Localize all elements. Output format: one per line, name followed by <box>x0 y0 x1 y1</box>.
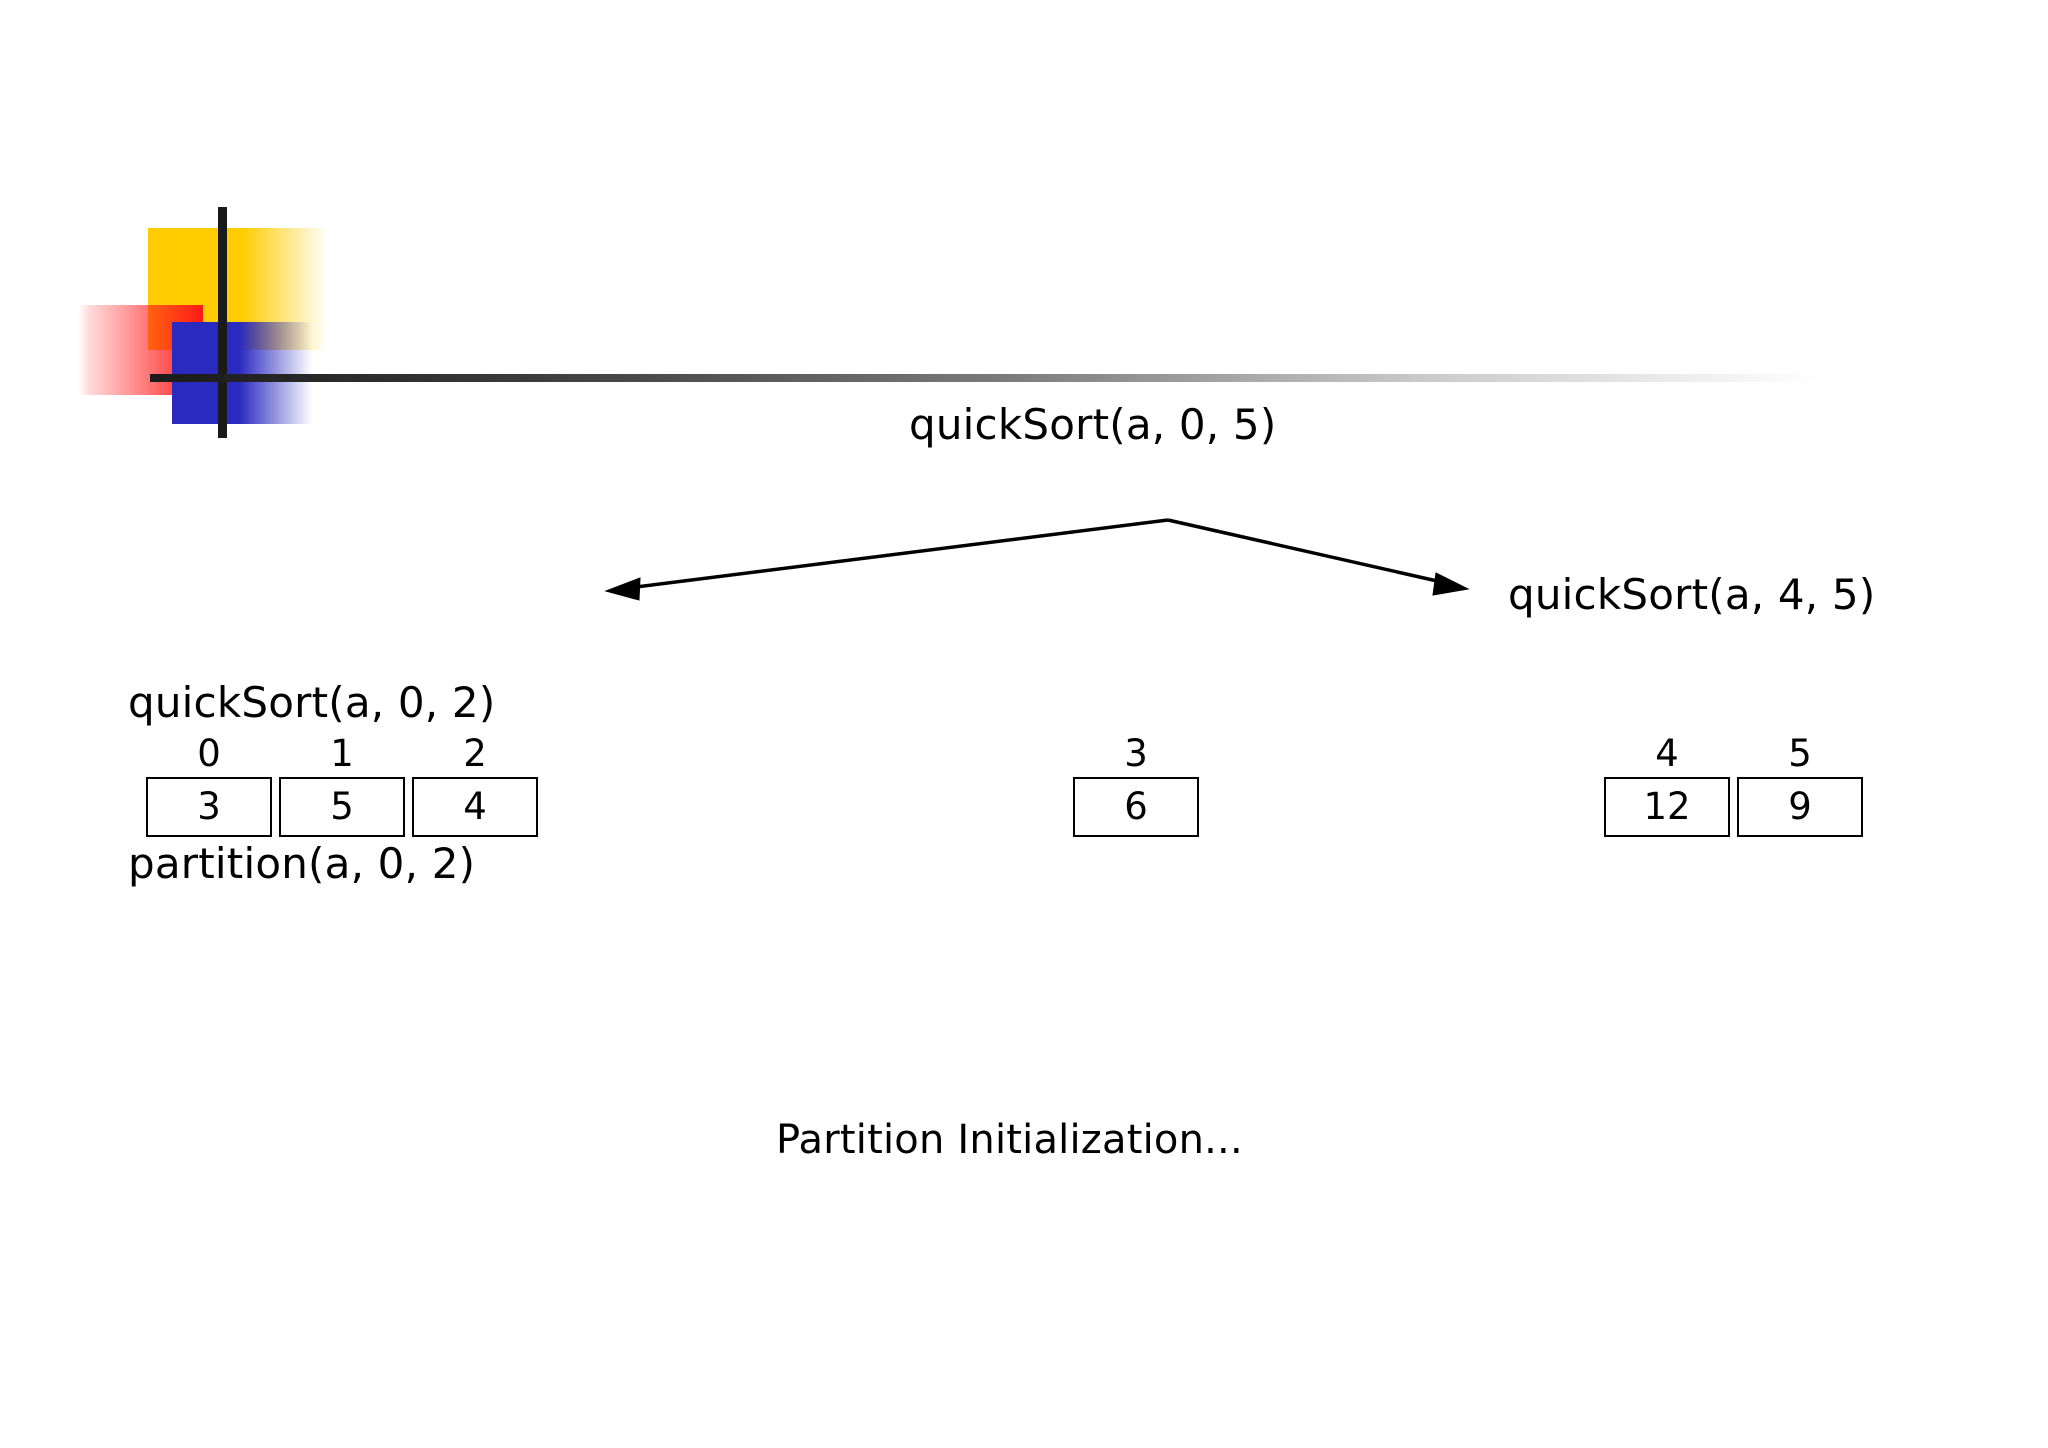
blue-square-icon <box>172 322 312 424</box>
caption-label: Partition Initialization... <box>776 1117 1243 1163</box>
array-cell-box: 5 <box>279 777 405 837</box>
root-call-label: quickSort(a, 0, 5) <box>909 400 1277 449</box>
array-index-label: 5 <box>1788 731 1812 775</box>
right-branch-quicksort-label: quickSort(a, 4, 5) <box>1508 570 1876 619</box>
left-arrow-shaft <box>627 518 1169 590</box>
array-cell: 3 6 <box>1073 732 1199 837</box>
left-branch-quicksort-label: quickSort(a, 0, 2) <box>128 677 496 727</box>
red-square-icon <box>78 305 203 395</box>
right-arrow-head <box>1432 572 1470 596</box>
array-cell: 0 3 <box>146 732 272 837</box>
left-arrow-head <box>604 577 641 601</box>
array-index-label: 0 <box>197 731 221 775</box>
array-cell: 4 12 <box>1604 732 1730 837</box>
array-cell-value: 12 <box>1643 784 1691 828</box>
array-cell-box: 3 <box>146 777 272 837</box>
array-cell: 1 5 <box>279 732 405 837</box>
array-index-label: 4 <box>1655 731 1679 775</box>
array-cell-box: 9 <box>1737 777 1863 837</box>
array-cell-value: 4 <box>463 784 487 828</box>
array-index-label: 1 <box>330 731 354 775</box>
vertical-bar-icon <box>218 207 227 438</box>
array-cell-box: 6 <box>1073 777 1199 837</box>
array-right-partition: 4 12 5 9 <box>1604 732 1863 837</box>
array-cell-box: 12 <box>1604 777 1730 837</box>
array-cell-value: 6 <box>1124 784 1148 828</box>
horizontal-rule-icon <box>150 374 1820 382</box>
yellow-square-icon <box>148 228 328 350</box>
decorative-logo <box>0 0 1820 460</box>
array-cell-value: 3 <box>197 784 221 828</box>
right-arrow-shaft <box>1167 518 1447 585</box>
array-cell-value: 9 <box>1788 784 1812 828</box>
array-cell-value: 5 <box>330 784 354 828</box>
array-cell: 2 4 <box>412 732 538 837</box>
left-branch-partition-label: partition(a, 0, 2) <box>128 838 476 888</box>
array-pivot-partition: 3 6 <box>1073 732 1199 837</box>
array-cell-box: 4 <box>412 777 538 837</box>
array-cell: 5 9 <box>1737 732 1863 837</box>
left-branch-labels: quickSort(a, 0, 2) partition(a, 0, 2) <box>128 568 495 998</box>
array-left-partition: 0 3 1 5 2 4 <box>146 732 538 837</box>
array-index-label: 2 <box>463 731 487 775</box>
array-index-label: 3 <box>1124 731 1148 775</box>
